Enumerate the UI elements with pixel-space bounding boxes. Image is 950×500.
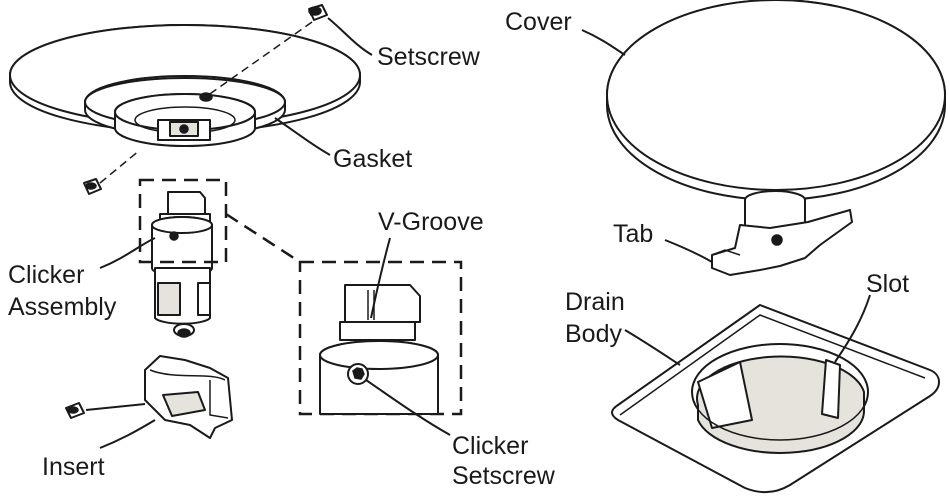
clicker-detail-part <box>319 284 439 415</box>
side-setscrew-axis-line <box>99 149 141 184</box>
clicker-setscrew-label-line1: Clicker <box>452 432 528 460</box>
v-groove-leader <box>370 237 391 319</box>
drain-body-leader <box>624 329 681 366</box>
setscrew-leader <box>327 17 373 56</box>
insert-leader <box>99 419 156 449</box>
gasket-leader <box>274 117 331 156</box>
cover-underside-assembly <box>9 24 361 147</box>
tab-label: Tab <box>613 220 653 248</box>
v-groove-label: V-Groove <box>378 208 484 236</box>
insert-part <box>144 355 233 439</box>
setscrew-label: Setscrew <box>377 43 481 71</box>
insert-label: Insert <box>42 453 105 481</box>
clicker-assembly-label-line2: Assembly <box>8 293 117 321</box>
drain-body-label-line2: Body <box>565 320 622 348</box>
cover-label: Cover <box>505 8 572 36</box>
side-setscrew-part <box>83 178 102 195</box>
clicker-source-box <box>138 178 228 264</box>
setscrew-hole <box>199 92 213 102</box>
insert-setscrew-leader <box>85 403 146 411</box>
gasket-label: Gasket <box>333 145 412 173</box>
drain-body-part <box>611 304 940 494</box>
slot-label: Slot <box>866 270 909 298</box>
clicker-setscrew-leader <box>365 379 451 436</box>
cover-leader <box>581 29 626 56</box>
detail-box <box>298 260 463 416</box>
setscrew-part <box>308 4 328 21</box>
cover-part <box>606 0 946 201</box>
tab-part <box>711 190 853 276</box>
clicker-setscrew-label-line2: Setscrew <box>452 462 556 490</box>
insert-setscrew-part <box>65 402 85 419</box>
clicker-assembly-part <box>151 191 213 338</box>
setscrew-axis-line <box>206 21 313 97</box>
detail-connector <box>225 212 301 264</box>
clicker-assembly-leader <box>99 237 156 269</box>
slot-leader <box>834 294 871 363</box>
tab-leader <box>664 239 713 263</box>
drain-body-label-line1: Drain <box>565 288 625 316</box>
clicker-assembly-label-line1: Clicker <box>8 261 84 289</box>
